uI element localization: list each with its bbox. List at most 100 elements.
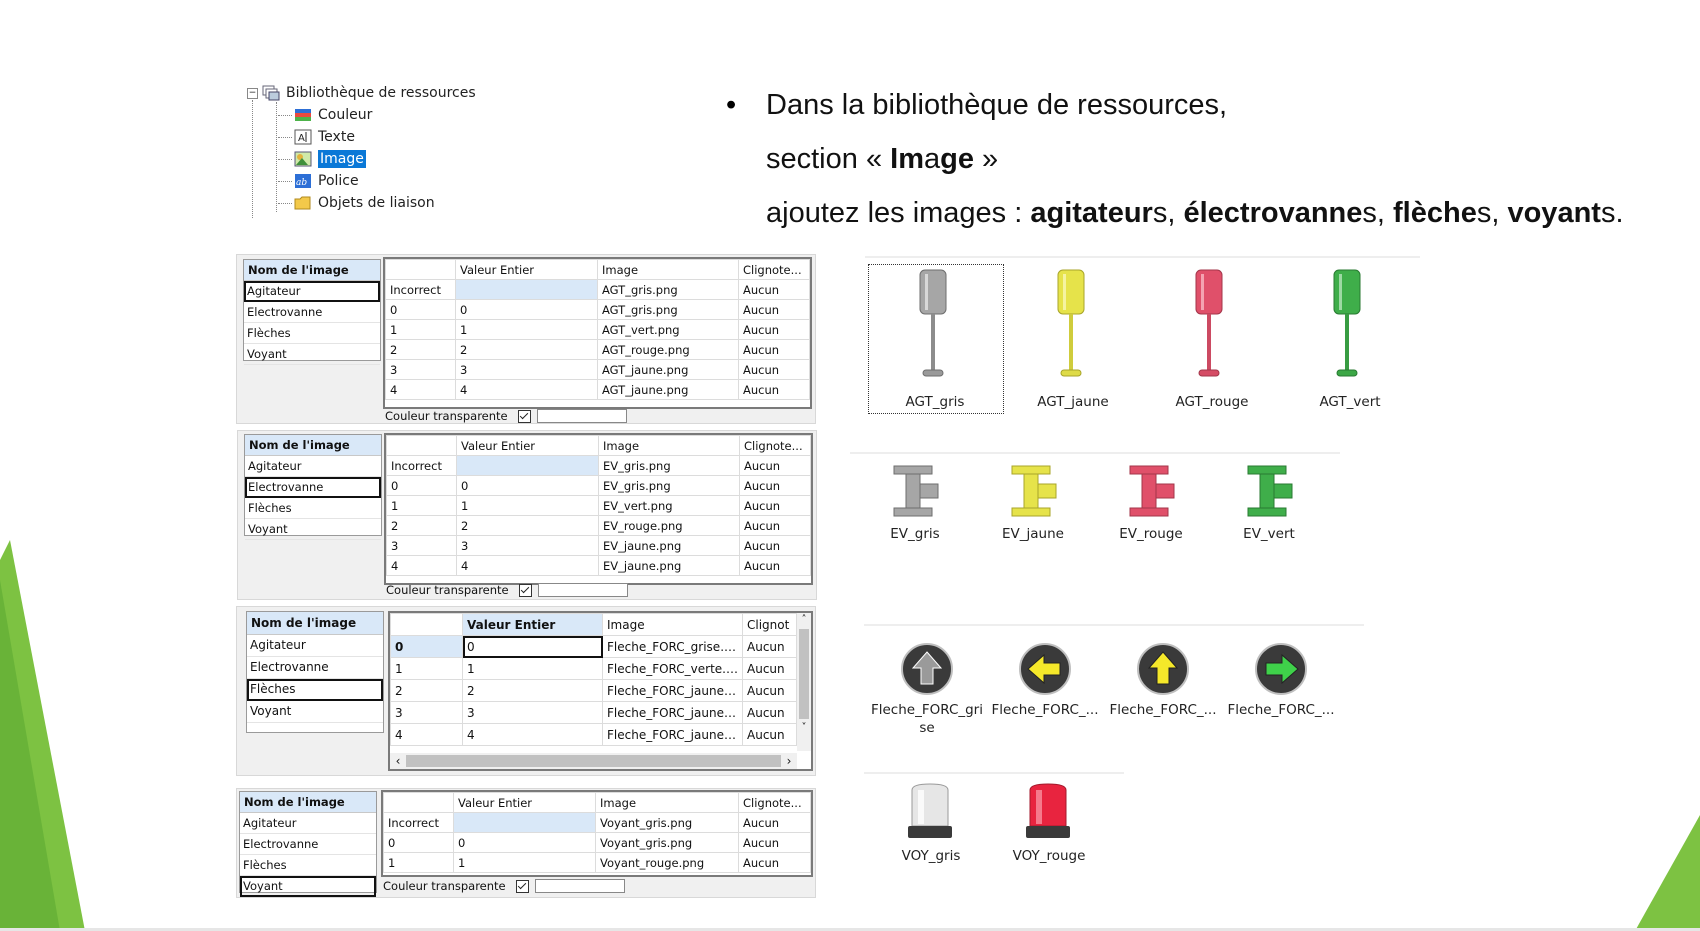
transparent-checkbox[interactable] (515, 879, 529, 893)
name-list-item[interactable]: Voyant (245, 519, 381, 540)
name-list-item[interactable]: Agitateur (244, 281, 380, 302)
col-header-clignote[interactable]: Clignote... (738, 259, 810, 280)
valve-labels: EV_gris EV_jaune EV_rouge EV_vert (850, 525, 1350, 545)
name-list-item[interactable]: Electrovanne (244, 302, 380, 323)
col-header-clignote[interactable]: Clignote... (739, 435, 811, 456)
valve-jaune-icon[interactable] (1008, 462, 1060, 520)
scroll-thumb[interactable] (799, 629, 809, 719)
tree-item-label: Objets de liaison (318, 195, 435, 211)
gallery-label: VOY_gris (901, 848, 961, 864)
valve-rouge-icon[interactable] (1126, 462, 1178, 520)
scroll-up-icon[interactable]: ˄ (801, 614, 807, 625)
gallery-item-selected[interactable] (868, 264, 1004, 414)
vertical-scrollbar[interactable]: ˄ ˅ (797, 613, 811, 751)
col-header-clignote[interactable]: Clignote... (738, 792, 811, 813)
image-name-list: Nom de l'image Agitateur Electrovanne Fl… (244, 434, 382, 540)
gallery-label: AGT_gris (905, 394, 965, 410)
transparent-color-field[interactable] (537, 583, 628, 597)
transparent-color-field[interactable] (536, 409, 627, 423)
name-list-item[interactable]: Voyant (240, 876, 376, 897)
name-list-item[interactable]: Flèches (247, 679, 383, 701)
arrow-vert-right-icon[interactable] (1254, 642, 1308, 696)
image-panel-fleches: Nom de l'image Agitateur Electrovanne Fl… (236, 606, 816, 776)
tree-item-police[interactable]: ab Police (294, 171, 359, 191)
tree-item-couleur[interactable]: Couleur (294, 105, 372, 125)
scroll-h-thumb[interactable] (406, 755, 781, 767)
lamp-rouge-icon[interactable] (1022, 782, 1074, 844)
valve-gris-icon[interactable] (890, 462, 942, 520)
agitator-rouge-icon[interactable] (1190, 268, 1230, 386)
col-header-image[interactable]: Image (598, 435, 740, 456)
col-header-image[interactable]: Image (597, 259, 739, 280)
gallery-separator (850, 452, 1340, 454)
name-list-item[interactable]: Flèches (245, 498, 381, 519)
arrow-jaune-up-icon[interactable] (1136, 642, 1190, 696)
name-list-item[interactable]: Voyant (247, 701, 383, 723)
scroll-right-icon[interactable]: › (786, 754, 792, 768)
name-list-item[interactable]: Voyant (244, 344, 380, 365)
agitator-vert-icon[interactable] (1328, 268, 1368, 386)
name-list-item[interactable]: Agitateur (245, 456, 381, 477)
agitator-gris-icon[interactable] (914, 268, 954, 386)
arrow-jaune-left-icon[interactable] (1018, 642, 1072, 696)
gallery-label: EV_vert (1243, 526, 1295, 542)
arrow-gris-up-icon[interactable] (900, 642, 954, 696)
col-header-valeur[interactable]: Valeur Entier (453, 792, 596, 813)
scroll-left-icon[interactable]: ‹ (395, 754, 401, 768)
tree-item-image[interactable]: Image (294, 149, 366, 169)
name-list-item[interactable]: Agitateur (247, 635, 383, 657)
transparent-checkbox[interactable] (517, 409, 531, 423)
col-header-image[interactable]: Image (602, 613, 743, 636)
tree-item-texte[interactable]: A Texte (294, 127, 355, 147)
name-list-item[interactable]: Electrovanne (240, 834, 376, 855)
green-triangle-right (1635, 815, 1700, 931)
lamp-gris-icon[interactable] (904, 782, 956, 844)
col-header-valeur[interactable]: Valeur Entier (455, 259, 598, 280)
collapse-icon[interactable]: − (247, 87, 258, 99)
horizontal-scrollbar[interactable]: ‹ › (390, 753, 797, 769)
tree-root[interactable]: − Bibliothèque de ressources (236, 83, 476, 103)
image-name-list: Nom de l'image Agitateur Electrovanne Fl… (239, 791, 377, 897)
gallery-label: AGT_vert (1319, 394, 1381, 410)
col-header-valeur[interactable]: Valeur Entier (462, 613, 603, 636)
scroll-down-icon[interactable]: ˅ (801, 722, 807, 733)
col-header-valeur[interactable]: Valeur Entier (456, 435, 599, 456)
name-list-item[interactable]: Flèches (244, 323, 380, 344)
name-list-item[interactable]: Agitateur (240, 813, 376, 834)
name-list-item[interactable]: Electrovanne (247, 657, 383, 679)
transparent-color-field[interactable] (534, 879, 625, 893)
name-list-item[interactable]: Electrovanne (245, 477, 381, 498)
agitator-jaune-icon[interactable] (1052, 268, 1092, 386)
col-header-clignote[interactable]: Clignot (742, 613, 797, 636)
tree-item-objets[interactable]: Objets de liaison (294, 193, 435, 213)
tree-item-label: Police (318, 173, 359, 189)
transparent-checkbox[interactable] (518, 583, 532, 597)
name-list-item[interactable]: Flèches (240, 855, 376, 876)
library-icon (262, 85, 280, 101)
col-header-image[interactable]: Image (595, 792, 739, 813)
valve-vert-icon[interactable] (1244, 462, 1296, 520)
